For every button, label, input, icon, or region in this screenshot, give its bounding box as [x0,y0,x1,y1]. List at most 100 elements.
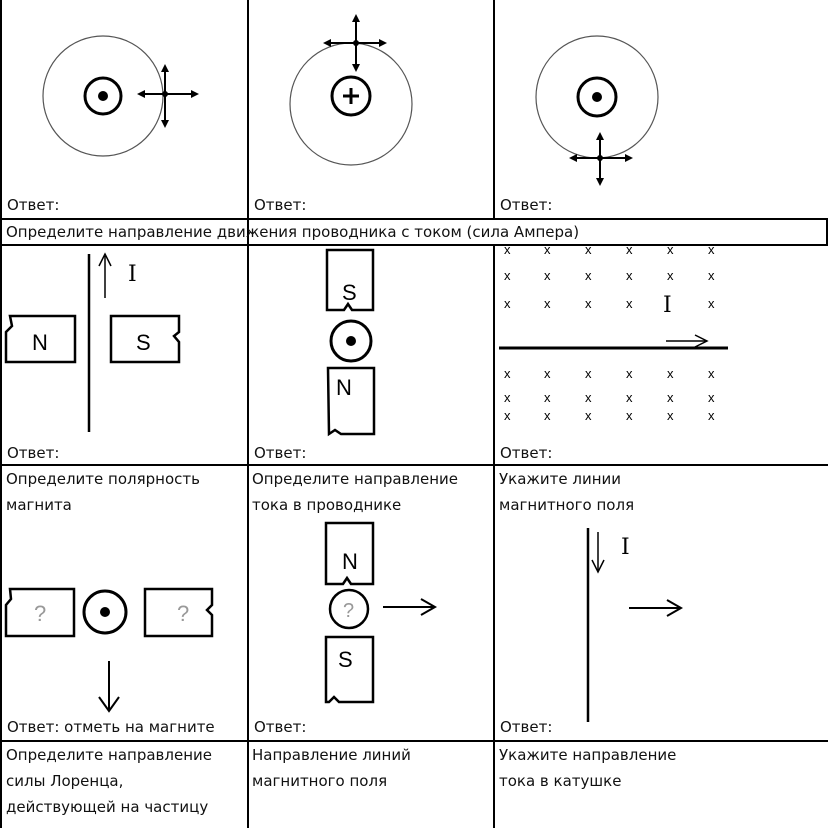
grid-line-h1 [0,218,828,220]
grid-line-h4 [0,740,828,742]
grid-line-v1 [0,0,2,828]
field-mark: x [585,390,592,405]
field-mark: x [708,246,715,257]
grid-line-right [826,218,828,246]
cell-r1c3: Ответ: [495,0,828,218]
answer-label: Ответ: [254,444,307,462]
cell-r4c3: Укажите направление тока в катушке [495,742,828,828]
cell-r3c1: Определите полярность магнита ? ? Ответ:… [2,466,247,740]
task-text: Определите направление [6,746,212,764]
field-mark: x [504,268,511,283]
grid-line-h2 [0,244,828,246]
magnet-label-n: N [336,375,352,400]
field-mark: x [585,408,592,423]
field-mark: x [504,366,511,381]
field-mark: x [504,246,511,257]
diagram-current-in [289,14,413,166]
field-mark: x [626,268,633,283]
field-mark: x [585,366,592,381]
magnet-label-n: N [342,549,358,574]
task-text: силы Лоренца, [6,772,124,790]
field-mark: x [544,366,551,381]
field-mark: x [667,268,674,283]
diagram-current-out [42,35,199,157]
field-mark: x [626,296,633,311]
field-mark: x [708,408,715,423]
task-text: Укажите направление [499,746,677,764]
diagram-magnets-conductor: N S I [4,252,181,432]
task-text: тока в катушке [499,772,622,790]
field-mark: x [544,268,551,283]
grid-line-v2 [247,0,249,828]
field-mark: x [667,366,674,381]
magnet-label-n: N [32,330,48,355]
field-mark: x [544,408,551,423]
answer-label: Ответ: отметь на магните [7,718,215,736]
field-mark: x [585,246,592,257]
answer-label: Ответ: [7,196,60,214]
field-mark: x [626,390,633,405]
task-text: магнита [6,496,72,514]
diagram-current-out-bottom [535,35,659,186]
field-mark: x [585,296,592,311]
field-mark: x [667,246,674,257]
field-mark: x [504,296,511,311]
cell-r3c3: Укажите линии магнитного поля I Ответ: [495,466,828,740]
answer-label: Ответ: [500,444,553,462]
field-mark: x [626,246,633,257]
diagram-vertical-magnets: S N [325,248,376,437]
current-label: I [663,293,672,318]
cell-r2c2: S N Ответ: [249,246,493,464]
field-mark: x [626,408,633,423]
grid-line-h3 [0,464,828,466]
cell-r1c2: Ответ: [249,0,493,218]
cell-r1c1: Ответ: [2,0,247,218]
answer-label: Ответ: [500,718,553,736]
question-mark: ? [177,601,189,626]
field-mark: x [708,366,715,381]
cell-r2c1: N S I Ответ: [2,246,247,464]
magnet-label-s: S [136,330,151,355]
task-text: магнитного поля [252,772,388,790]
magnet-label-s: S [338,647,353,672]
field-mark: x [585,268,592,283]
field-mark: x [667,390,674,405]
task-text: действующей на частицу [6,798,209,816]
field-mark: x [544,390,551,405]
field-mark: x [626,366,633,381]
task-text: магнитного поля [499,496,635,514]
current-label: I [128,262,137,287]
cell-r4c2: Направление линий магнитного поля [249,742,493,828]
field-mark: x [504,408,511,423]
diagram-unknown-magnets: ? ? [4,587,214,713]
task-heading: Определите направление движения проводни… [6,223,580,241]
cell-r3c2: Определите направление тока в проводнике… [249,466,493,740]
diagram-current-direction: N ? S [324,521,438,704]
grid-line-v3 [493,0,495,218]
task-text: Укажите линии [499,470,622,488]
field-mark: x [708,296,715,311]
field-mark: x [708,390,715,405]
question-mark: ? [34,601,46,626]
field-mark: x [544,296,551,311]
answer-label: Ответ: [7,444,60,462]
answer-label: Ответ: [254,718,307,736]
answer-label: Ответ: [254,196,307,214]
task-text: тока в проводнике [252,496,402,514]
current-label: I [621,535,630,560]
field-mark: x [504,390,511,405]
field-mark: x [667,408,674,423]
diagram-conductor-force: I [586,528,684,722]
task-text: Определите направление [252,470,458,488]
magnet-label-s: S [342,280,357,305]
task-text: Направление линий [252,746,411,764]
grid-line-v3b [493,244,495,828]
question-mark: ? [343,600,354,622]
cell-r4c1: Определите направление силы Лоренца, дей… [2,742,247,828]
field-mark: x [544,246,551,257]
task-text: Определите полярность [6,470,200,488]
field-mark: x [708,268,715,283]
answer-label: Ответ: [500,196,553,214]
